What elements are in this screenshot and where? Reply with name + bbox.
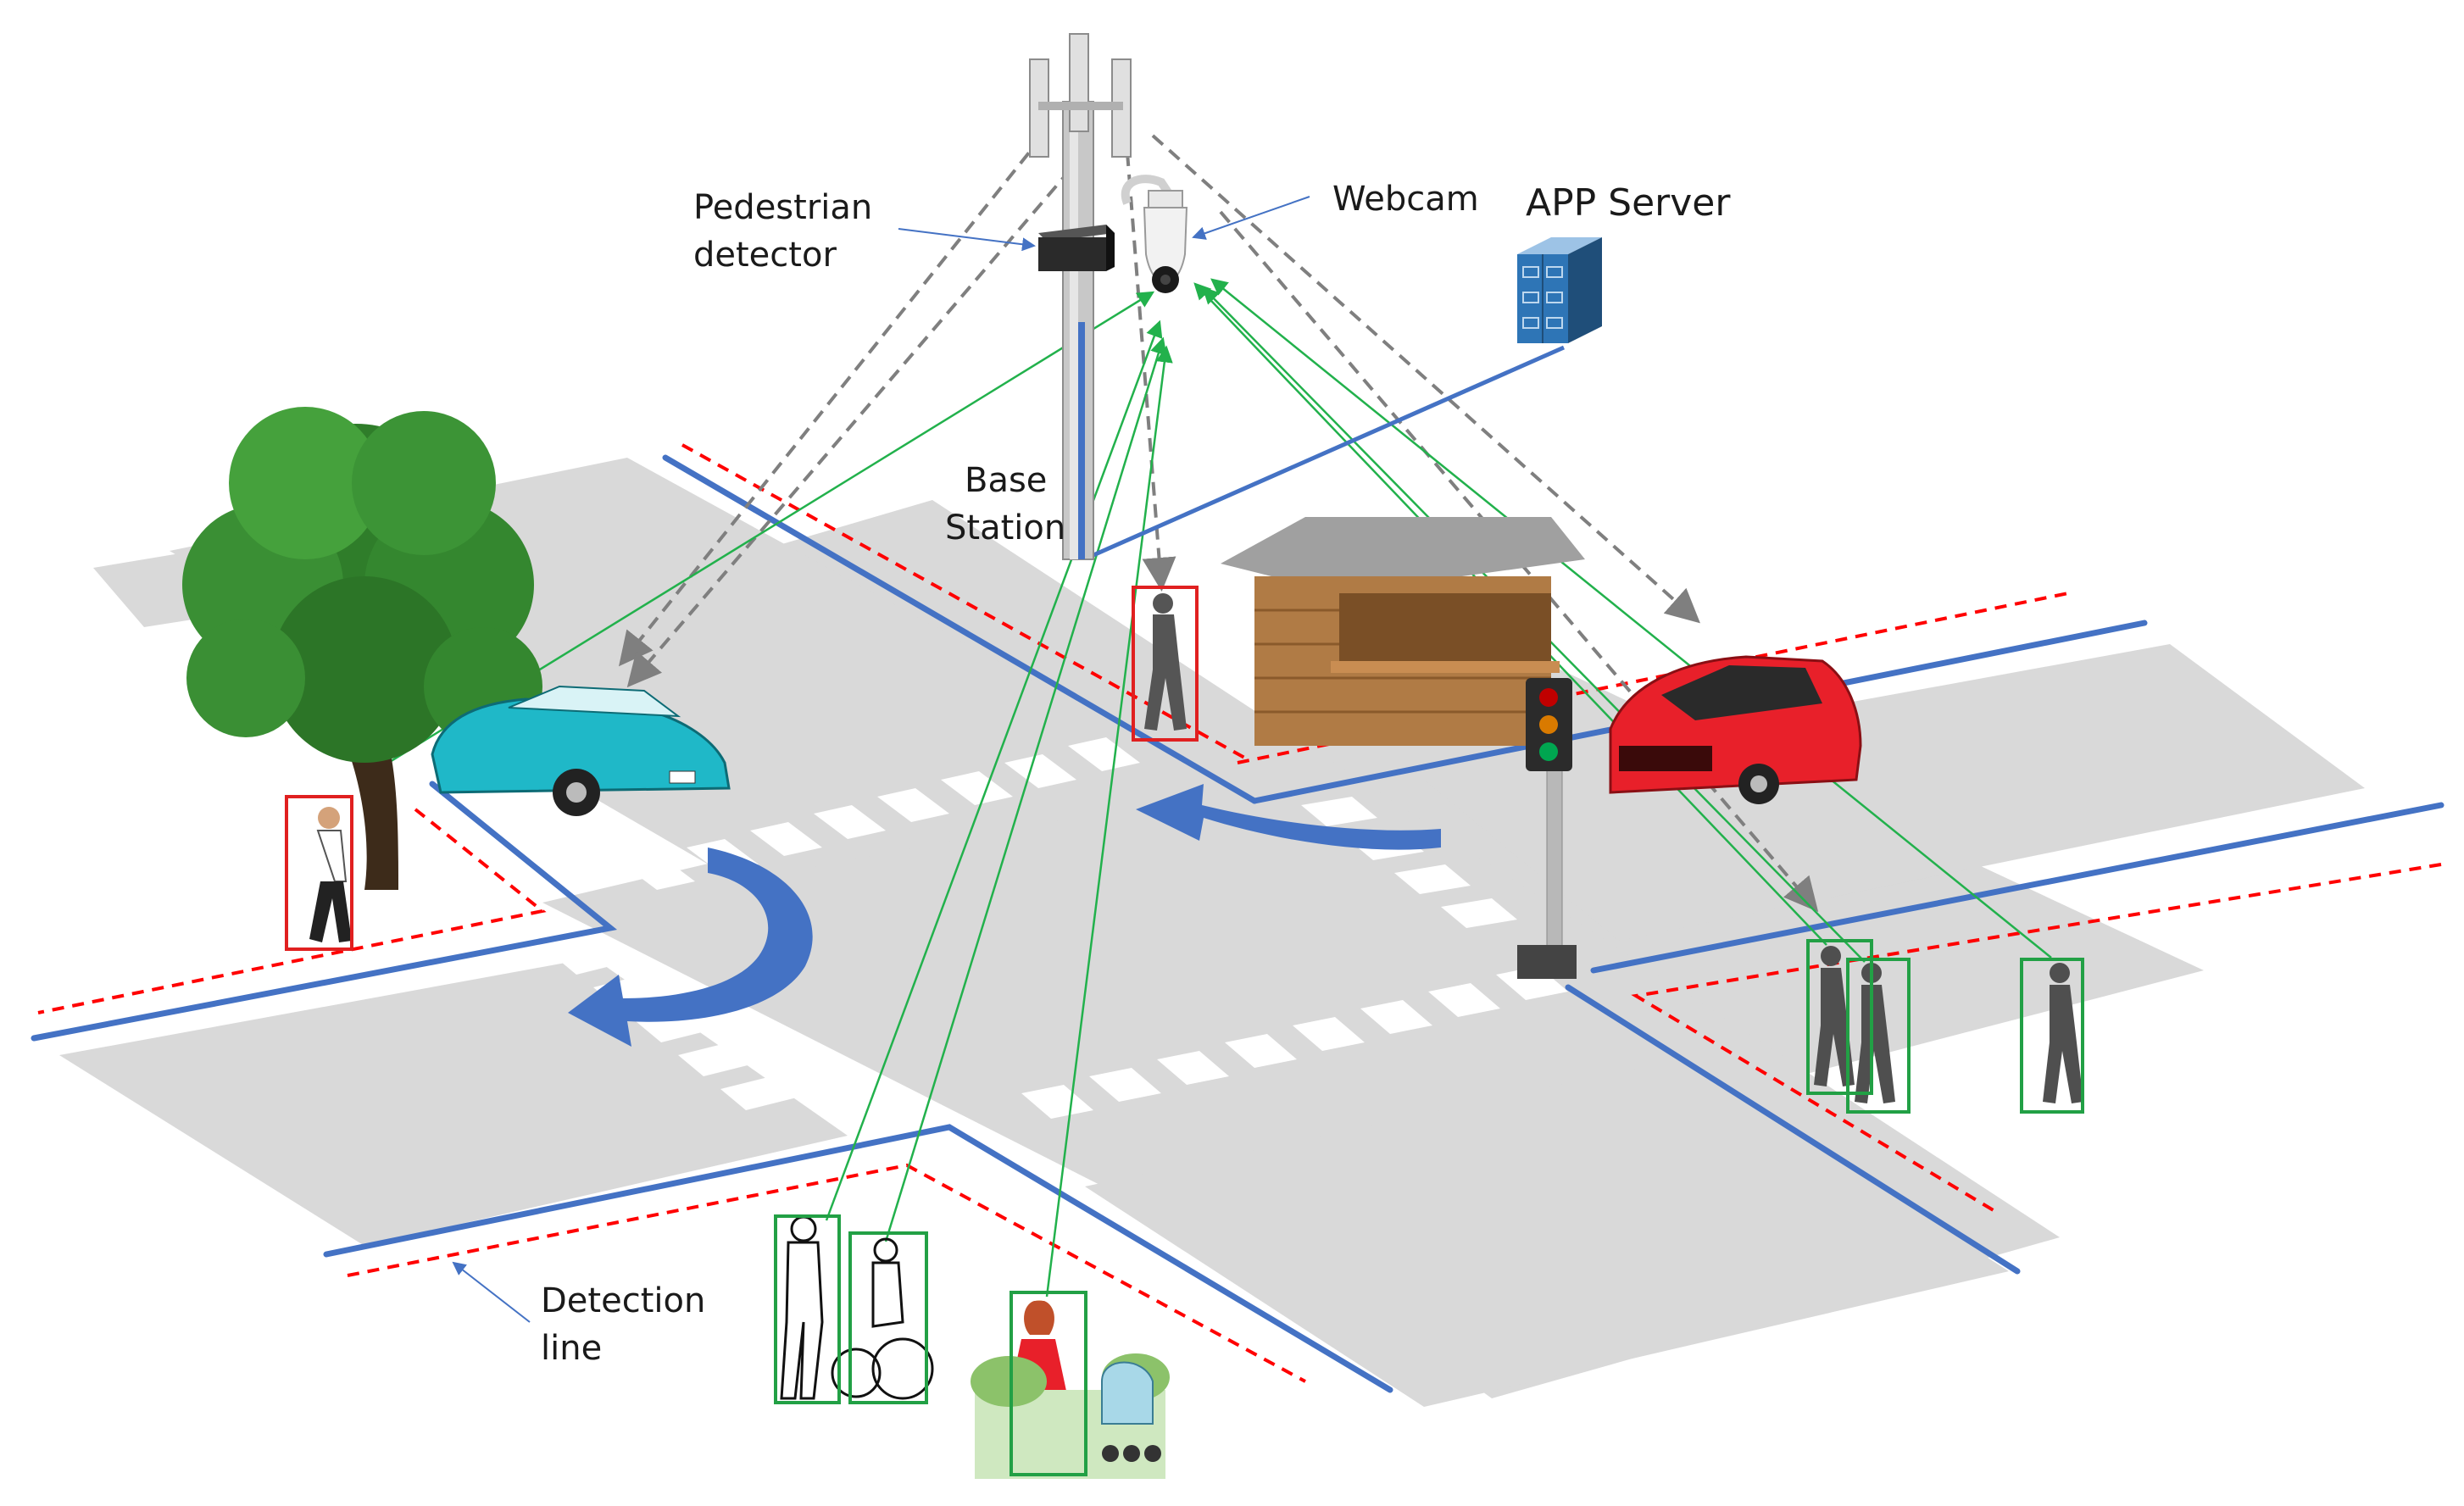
pedestrian-icon (309, 807, 352, 942)
crosswalk-right (1301, 797, 1517, 928)
safe-box-pedestrian-1 (1806, 939, 1873, 1095)
curb-right (1590, 802, 2445, 974)
app-server-icon (1517, 237, 1602, 343)
alert-box-pedestrian-near-tree (285, 795, 353, 951)
safe-box-cyclist (848, 1231, 928, 1404)
car-icon (431, 685, 731, 816)
pedestrian-detector-label-line2: detector (693, 236, 837, 275)
sidewalk-right-lower (1085, 1059, 2009, 1407)
label-pointers (452, 196, 1310, 1323)
webcam-icon (1121, 175, 1188, 293)
curb-left (31, 781, 618, 1042)
safe-box-pedestrian-bottom (774, 1214, 841, 1404)
turn-arrow-left (568, 847, 813, 1047)
app-server-label: APP Server (1526, 181, 1731, 225)
detection-line-right (1631, 863, 2442, 1214)
curb-right-lower (1565, 984, 2021, 1275)
detection-line-label-line2: line (541, 1329, 602, 1368)
detection-line-label-line1: Detection (541, 1281, 705, 1320)
pedestrian-detector-label-line1: Pedestrian (693, 188, 872, 227)
alert-detection-boxes (285, 586, 1199, 951)
kiosk-icon (1221, 517, 1585, 746)
base-station-label-line1: Base (965, 461, 1047, 500)
safe-box-pedestrian-3 (2020, 958, 2084, 1114)
cyclist-icon (831, 1237, 934, 1400)
detection-line-left (37, 808, 547, 1014)
coverage-arrows (619, 134, 1819, 913)
sidewalk-right-upper (1424, 644, 2365, 941)
turn-arrows (568, 784, 1441, 1047)
crosswalk-bottom (1021, 966, 1568, 1119)
pedestrian-detector-icon (1038, 225, 1115, 271)
traffic-light-icon (1517, 678, 1577, 979)
tower-icon (1029, 33, 1132, 560)
pedestrian-icon (1814, 946, 1855, 1086)
curb-top-left (662, 454, 1258, 804)
safe-box-pedestrian-2 (1846, 958, 1911, 1114)
car-icon (1609, 655, 1862, 804)
detection-line-bottom (347, 1163, 1306, 1383)
pedestrian-icon (1144, 593, 1187, 731)
stroller-icon (971, 1353, 1170, 1479)
server-link (1092, 345, 1566, 558)
safe-detection-boxes (774, 939, 2084, 1476)
webcam-label: Webcam (1332, 180, 1479, 219)
base-station-label-line2: Station (945, 508, 1065, 547)
turn-arrow-right (1136, 784, 1441, 850)
curb-lines (31, 454, 2445, 1393)
curb-bottom (323, 1124, 1393, 1393)
pedestrian-icon (780, 1215, 824, 1400)
pedestrian-icon (2043, 963, 2083, 1103)
tree-icon (182, 407, 542, 890)
alert-box-pedestrian-near-kiosk (1132, 586, 1199, 742)
safe-box-stroller-woman (1010, 1291, 1087, 1476)
